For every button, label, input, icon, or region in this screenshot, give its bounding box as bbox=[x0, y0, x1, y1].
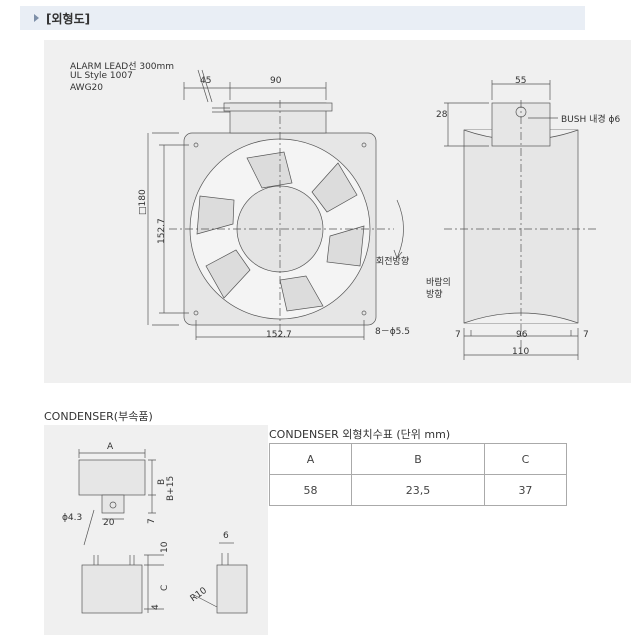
table-header-b: B bbox=[351, 443, 485, 475]
arrow-right-icon bbox=[34, 14, 39, 22]
airflow-label-2: 방향 bbox=[426, 290, 443, 300]
condenser-drawing bbox=[78, 449, 248, 614]
table-cell-c: 37 bbox=[483, 474, 568, 506]
condenser-table-caption: CONDENSER 외형치수표 (단위 mm) bbox=[269, 428, 451, 441]
section-title: [외형도] bbox=[46, 12, 91, 26]
mount-hole bbox=[193, 310, 199, 316]
cond-dim-c: C bbox=[160, 584, 170, 591]
condenser-body bbox=[78, 459, 146, 496]
ul-style-label: UL Style 1007 bbox=[70, 71, 133, 81]
condenser-dimension-table: A B C 58 23,5 37 bbox=[268, 443, 568, 506]
cond-dim-phi43: ϕ4.3 bbox=[62, 513, 83, 523]
dim-180: □180 bbox=[138, 189, 148, 215]
cond-dim-7: 7 bbox=[147, 518, 157, 524]
awg-label: AWG20 bbox=[70, 83, 103, 93]
main-drawing-panel bbox=[44, 40, 631, 383]
fan-blade bbox=[205, 249, 251, 299]
condenser-front-view bbox=[81, 564, 143, 614]
condenser-drawing-panel bbox=[44, 425, 268, 635]
condenser-tab bbox=[101, 494, 125, 514]
rotation-label: 회전방향 bbox=[376, 257, 410, 267]
dim-28: 28 bbox=[436, 110, 448, 120]
table-cell-b: 23,5 bbox=[351, 474, 485, 506]
mount-hole-condenser bbox=[109, 501, 117, 509]
fan-blade bbox=[246, 151, 293, 189]
table-row: 58 23,5 37 bbox=[268, 474, 568, 506]
fan-blade bbox=[196, 195, 235, 235]
cond-dim-10: 10 bbox=[160, 541, 170, 553]
fan-blade bbox=[311, 162, 358, 213]
dim-110: 110 bbox=[512, 347, 530, 357]
dim-45: 45 bbox=[200, 76, 212, 86]
dim-7-left: 7 bbox=[455, 330, 461, 340]
table-header-a: A bbox=[268, 443, 353, 475]
dim-90: 90 bbox=[270, 76, 282, 86]
condenser-section-title: CONDENSER(부속품) bbox=[44, 410, 153, 423]
cond-dim-6: 6 bbox=[223, 531, 229, 541]
dim-7-right: 7 bbox=[583, 330, 589, 340]
airflow-label-1: 바람의 bbox=[426, 278, 451, 288]
condenser-side-view bbox=[216, 564, 248, 614]
section-title-bar: [외형도] bbox=[20, 6, 585, 30]
holes-label: 8－ϕ5.5 bbox=[375, 327, 410, 337]
fan-blade bbox=[279, 275, 324, 312]
table-header-c: C bbox=[483, 443, 568, 475]
dim-55: 55 bbox=[515, 76, 527, 86]
mount-hole bbox=[361, 142, 367, 148]
dim-96: 96 bbox=[516, 330, 528, 340]
fan-drawing bbox=[147, 69, 599, 360]
cond-dim-a: A bbox=[107, 442, 114, 452]
dim-152-7-horizontal: 152.7 bbox=[266, 330, 292, 340]
table-cell-a: 58 bbox=[268, 474, 353, 506]
dim-152-7-vertical: 152.7 bbox=[157, 218, 167, 244]
table-header-row: A B C bbox=[268, 443, 568, 475]
mount-hole bbox=[193, 142, 199, 148]
cond-dim-20: 20 bbox=[103, 518, 115, 528]
cond-dim-4: 4 bbox=[151, 604, 161, 610]
cond-dim-b15: B+15 bbox=[166, 475, 176, 501]
fan-side-view bbox=[463, 129, 579, 324]
alarm-lead-label: ALARM LEAD선 300mm bbox=[70, 62, 175, 72]
bush-label: BUSH 내경 ϕ6 bbox=[561, 115, 621, 125]
mount-hole bbox=[361, 310, 367, 316]
